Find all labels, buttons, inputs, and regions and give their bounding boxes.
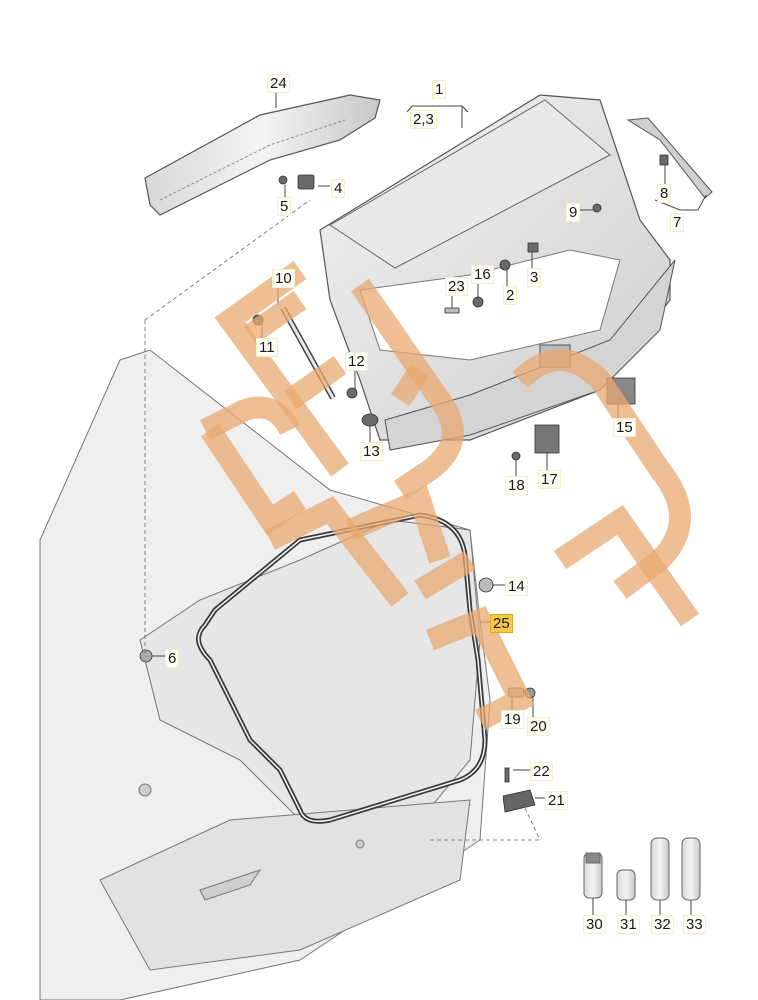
part-label-13[interactable]: 13 (360, 442, 383, 461)
part-label-7[interactable]: 7 (670, 213, 685, 232)
part-label-9[interactable]: 9 (566, 203, 581, 222)
part-label-8[interactable]: 8 (657, 184, 672, 203)
part-label-23[interactable]: 23 (445, 277, 468, 296)
part-label-32[interactable]: 32 (651, 915, 674, 934)
part-label-10[interactable]: 10 (272, 269, 295, 288)
part-label-6[interactable]: 6 (165, 649, 180, 668)
part-label-24[interactable]: 24 (267, 74, 290, 93)
part-label-20[interactable]: 20 (527, 717, 550, 736)
part-label-11[interactable]: 11 (256, 338, 278, 357)
part-label-14[interactable]: 14 (505, 577, 528, 596)
roof-spoiler (144, 94, 381, 216)
part-label-2[interactable]: 2 (503, 286, 518, 305)
part-label-1[interactable]: 1 (432, 80, 447, 99)
paint-bottles (583, 837, 701, 901)
part-label-2-3[interactable]: 2,3 (410, 110, 437, 129)
car-rear-body (39, 349, 491, 1000)
part-label-15[interactable]: 15 (613, 418, 636, 437)
part-label-31[interactable]: 31 (617, 915, 640, 934)
part-label-5[interactable]: 5 (277, 197, 292, 216)
part-label-16[interactable]: 16 (471, 265, 494, 284)
part-label-18[interactable]: 18 (505, 476, 528, 495)
dashed-leaders (144, 199, 541, 841)
gas-strut (280, 306, 336, 400)
part-label-12[interactable]: 12 (345, 352, 368, 371)
part-label-3[interactable]: 3 (527, 268, 542, 287)
part-label-19[interactable]: 19 (501, 710, 524, 729)
part-label-17[interactable]: 17 (538, 470, 561, 489)
part-label-4[interactable]: 4 (331, 179, 346, 198)
trim-strip (626, 117, 713, 199)
part-label-22[interactable]: 22 (530, 762, 553, 781)
part-label-30[interactable]: 30 (583, 915, 606, 934)
part-label-21[interactable]: 21 (545, 791, 568, 810)
part-label-25[interactable]: 25 (490, 614, 513, 633)
part-label-33[interactable]: 33 (683, 915, 706, 934)
